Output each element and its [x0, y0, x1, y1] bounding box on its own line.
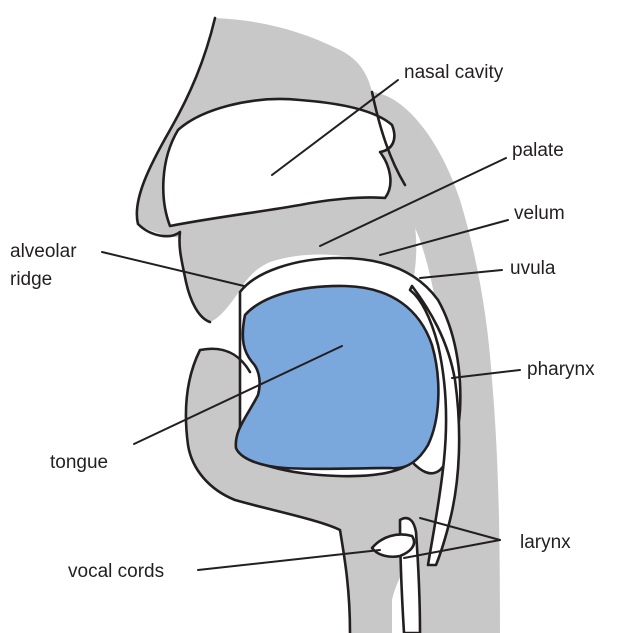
label-uvula: uvula — [510, 258, 556, 279]
label-alveolar: alveolar — [10, 241, 77, 262]
label-velum: velum — [514, 203, 565, 224]
label-ridge: ridge — [10, 269, 52, 290]
label-pharynx: pharynx — [527, 359, 595, 380]
label-palate: palate — [512, 140, 564, 161]
label-vocal-cords: vocal cords — [68, 561, 164, 582]
label-nasal-cavity: nasal cavity — [404, 62, 504, 83]
label-tongue: tongue — [50, 452, 108, 473]
tongue-shape — [236, 286, 439, 469]
label-larynx: larynx — [520, 532, 571, 553]
